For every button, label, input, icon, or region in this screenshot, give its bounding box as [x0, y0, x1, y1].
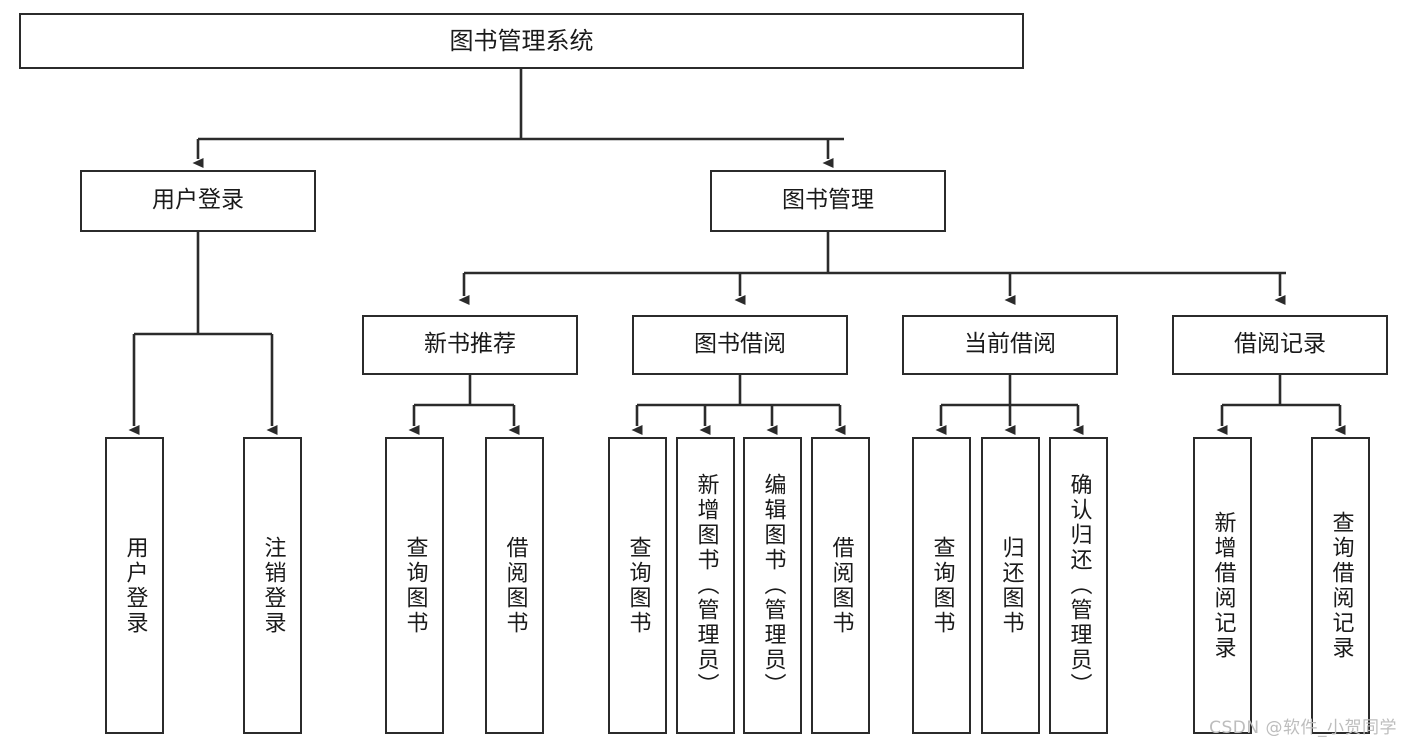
- node-label: 查询图书: [929, 535, 955, 636]
- node-label: 当前借阅: [964, 331, 1056, 358]
- leaf-borrow-query-book[interactable]: 查询图书: [608, 437, 667, 734]
- node-current-borrow[interactable]: 当前借阅: [902, 315, 1118, 375]
- node-label: 查询图书: [402, 535, 428, 636]
- node-label: 用户登录: [152, 187, 244, 214]
- node-label: 用户登录: [122, 535, 148, 636]
- node-label: 借阅图书: [828, 535, 854, 636]
- node-label: 查询图书: [625, 535, 651, 636]
- leaf-newbook-borrow-book[interactable]: 借阅图书: [485, 437, 544, 734]
- node-user-login[interactable]: 用户登录: [80, 170, 316, 232]
- node-label: 注销登录: [260, 535, 286, 636]
- watermark: CSDN @软件_小贺同学: [1209, 718, 1397, 738]
- node-label: 新书推荐: [424, 331, 516, 358]
- leaf-records-query-record[interactable]: 查询借阅记录: [1311, 437, 1370, 734]
- node-label: 新增借阅记录: [1210, 510, 1236, 661]
- node-book-borrow[interactable]: 图书借阅: [632, 315, 848, 375]
- node-root-system[interactable]: 图书管理系统: [19, 13, 1024, 69]
- leaf-current-return-book[interactable]: 归还图书: [981, 437, 1040, 734]
- node-label: 图书管理: [782, 187, 874, 214]
- leaf-borrow-borrow-book[interactable]: 借阅图书: [811, 437, 870, 734]
- leaf-borrow-add-book-admin[interactable]: 新增图书（管理员）: [676, 437, 735, 734]
- node-label: 图书管理系统: [449, 26, 594, 55]
- node-label: 归还图书: [998, 535, 1024, 636]
- node-label: 借阅图书: [502, 535, 528, 636]
- node-new-book-recommend[interactable]: 新书推荐: [362, 315, 578, 375]
- node-book-management[interactable]: 图书管理: [710, 170, 946, 232]
- leaf-user-login[interactable]: 用户登录: [105, 437, 164, 734]
- leaf-logout[interactable]: 注销登录: [243, 437, 302, 734]
- leaf-current-query-book[interactable]: 查询图书: [912, 437, 971, 734]
- node-label: 借阅记录: [1234, 331, 1326, 358]
- leaf-current-confirm-return-admin[interactable]: 确认归还（管理员）: [1049, 437, 1108, 734]
- node-borrow-records[interactable]: 借阅记录: [1172, 315, 1388, 375]
- node-label: 确认归还（管理员）: [1066, 473, 1092, 698]
- node-label: 新增图书（管理员）: [693, 473, 719, 698]
- leaf-borrow-edit-book-admin[interactable]: 编辑图书（管理员）: [743, 437, 802, 734]
- node-label: 编辑图书（管理员）: [760, 473, 786, 698]
- leaf-records-add-record[interactable]: 新增借阅记录: [1193, 437, 1252, 734]
- node-label: 查询借阅记录: [1328, 510, 1354, 661]
- node-label: 图书借阅: [694, 331, 786, 358]
- leaf-newbook-query-book[interactable]: 查询图书: [385, 437, 444, 734]
